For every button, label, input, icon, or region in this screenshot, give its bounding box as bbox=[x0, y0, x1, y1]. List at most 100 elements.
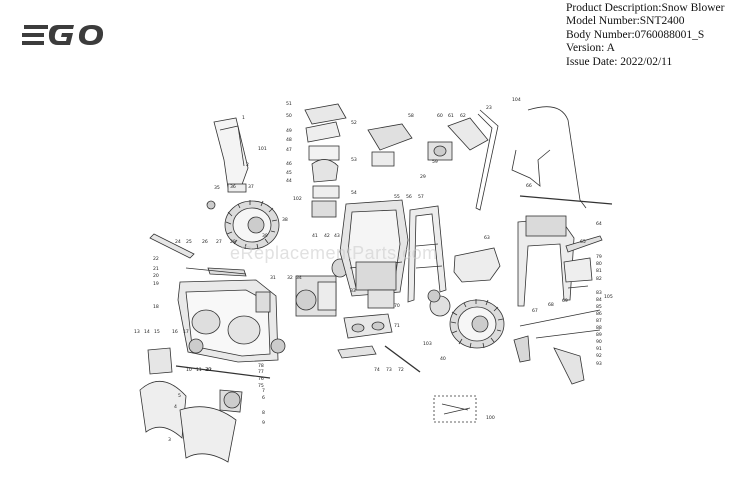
callout: 84 bbox=[596, 297, 602, 303]
main-frame bbox=[339, 199, 409, 309]
callout: 70 bbox=[394, 303, 400, 309]
callout: 71 bbox=[394, 323, 400, 329]
callout: 26 bbox=[202, 239, 208, 245]
callout: 69 bbox=[562, 298, 568, 304]
callout: 51 bbox=[286, 101, 292, 107]
callout: 83 bbox=[596, 290, 602, 296]
callout: 31 bbox=[270, 275, 276, 281]
callout: 92 bbox=[596, 353, 602, 359]
callout: 19 bbox=[153, 281, 159, 287]
callout: 90 bbox=[596, 339, 602, 345]
callout: 4 bbox=[174, 404, 177, 410]
callout: 76 bbox=[258, 376, 264, 382]
document-info: Product Description:Snow Blower Model Nu… bbox=[566, 2, 724, 69]
callout: 7 bbox=[262, 388, 265, 394]
callout: 72 bbox=[398, 367, 404, 373]
callout: 43 bbox=[334, 233, 340, 239]
callout: 42 bbox=[324, 233, 330, 239]
callout: 11 bbox=[196, 367, 202, 373]
callout: 74 bbox=[374, 367, 380, 373]
body-number: Body Number:0760088001_S bbox=[566, 28, 705, 41]
callout: 30 bbox=[205, 367, 211, 373]
discharge-chute bbox=[213, 117, 249, 193]
auger-paddle-set bbox=[139, 347, 271, 463]
control-cable bbox=[511, 106, 613, 209]
battery-bracket-stack bbox=[304, 103, 347, 218]
callout: 3 bbox=[168, 437, 171, 443]
callout-labels: 1 2 3 4 5 6 7 8 9 10 11 12 13 14 15 16 1… bbox=[134, 97, 613, 443]
callout: 100 bbox=[486, 415, 495, 421]
callout: 9 bbox=[262, 420, 265, 426]
callout: 17 bbox=[183, 329, 189, 335]
callout: 75 bbox=[258, 383, 264, 389]
callout: 18 bbox=[153, 304, 159, 310]
callout: 67 bbox=[532, 308, 538, 314]
callout: 88 bbox=[596, 325, 602, 331]
control-module bbox=[367, 123, 453, 167]
callout: 103 bbox=[423, 341, 432, 347]
handle-frame bbox=[407, 205, 447, 303]
callout: 47 bbox=[286, 147, 292, 153]
bracket-stack-right bbox=[563, 257, 593, 289]
callout: 56 bbox=[406, 194, 412, 200]
callout: 12 bbox=[206, 367, 212, 373]
callout: 46 bbox=[286, 161, 292, 167]
model-number: Model Number:SNT2400 bbox=[566, 15, 685, 28]
callout: 14 bbox=[144, 329, 150, 335]
callout: 5 bbox=[178, 393, 181, 399]
callout: 35 bbox=[214, 185, 220, 191]
callout: 101 bbox=[258, 146, 267, 152]
callout: 38 bbox=[282, 217, 288, 223]
callout: 50 bbox=[286, 113, 292, 119]
callout: 6 bbox=[262, 395, 265, 401]
callout: 79 bbox=[596, 254, 602, 260]
callout: 87 bbox=[596, 318, 602, 324]
callout: 93 bbox=[596, 361, 602, 367]
callout: 86 bbox=[596, 311, 602, 317]
callout: 102 bbox=[293, 196, 302, 202]
wheel-right bbox=[449, 299, 505, 349]
callout: 32 bbox=[287, 275, 293, 281]
callout: 85 bbox=[596, 304, 602, 310]
callout: 8 bbox=[262, 410, 265, 416]
callout: 59 bbox=[432, 159, 438, 165]
callout: 52 bbox=[351, 120, 357, 126]
callout: 48 bbox=[286, 137, 292, 143]
callout: 34 bbox=[296, 275, 302, 281]
motor-gearbox bbox=[295, 258, 349, 317]
callout: 13 bbox=[134, 329, 140, 335]
callout: 49 bbox=[286, 128, 292, 134]
callout: 80 bbox=[596, 261, 602, 267]
callout: 77 bbox=[258, 369, 264, 375]
callout: 21 bbox=[153, 266, 159, 272]
issue-date: Issue Date: 2022/02/11 bbox=[566, 55, 673, 68]
callout: 23 bbox=[486, 105, 492, 111]
callout: 62 bbox=[460, 113, 466, 119]
version: Version: A bbox=[566, 42, 615, 55]
callout: 78 bbox=[258, 363, 264, 369]
callout: 1 bbox=[242, 115, 245, 121]
callout: 33 bbox=[350, 288, 356, 294]
callout: 16 bbox=[172, 329, 178, 335]
callout: 73 bbox=[386, 367, 392, 373]
callout: 82 bbox=[596, 276, 602, 282]
callout: 57 bbox=[418, 194, 424, 200]
callout: 58 bbox=[408, 113, 414, 119]
ego-logo bbox=[20, 22, 132, 48]
callout: 54 bbox=[351, 190, 357, 196]
callout: 45 bbox=[286, 170, 292, 176]
callout: 89 bbox=[596, 332, 602, 338]
callout: 28 bbox=[230, 239, 236, 245]
bottom-scraper bbox=[337, 313, 393, 359]
watermark: eReplacementParts.com bbox=[230, 243, 438, 263]
callout: 81 bbox=[596, 268, 602, 274]
callout: 65 bbox=[580, 239, 586, 245]
callout: 22 bbox=[153, 256, 159, 262]
callout: 44 bbox=[286, 178, 292, 184]
callout: 66 bbox=[526, 183, 532, 189]
callout: 39 bbox=[262, 233, 268, 239]
callout: 91 bbox=[596, 346, 602, 352]
callout: 25 bbox=[186, 239, 192, 245]
callout: 20 bbox=[153, 273, 159, 279]
